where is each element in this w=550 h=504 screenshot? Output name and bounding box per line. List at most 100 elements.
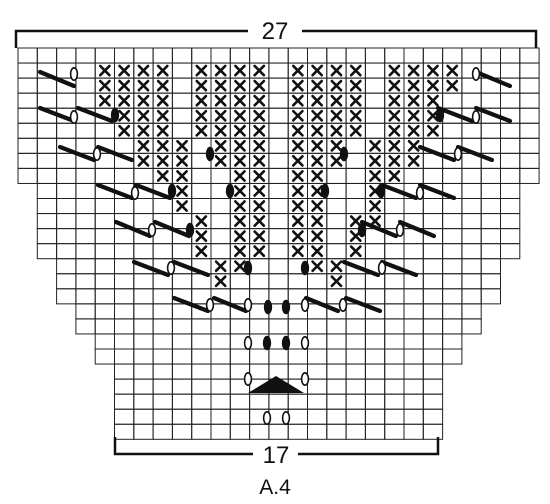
- grid-cell: [364, 288, 386, 305]
- cable-bar-icon: [473, 69, 513, 89]
- grid-cell: [17, 152, 38, 169]
- grid-cell: [114, 333, 135, 350]
- grid-cell: [114, 363, 135, 380]
- grid-cell: [36, 137, 58, 154]
- x-cross-icon: [291, 170, 304, 182]
- open-oval-icon: [243, 335, 253, 350]
- grid-cell: [171, 423, 193, 440]
- grid-cell: [268, 167, 289, 184]
- grid-cell: [114, 393, 135, 410]
- grid-cell: [480, 288, 502, 305]
- grid-cell: [326, 228, 347, 245]
- x-cross-icon: [291, 94, 304, 107]
- grid-cell: [519, 167, 540, 184]
- cable-bar-icon: [133, 182, 173, 201]
- grid-cell: [326, 408, 347, 425]
- grid-cell: [345, 273, 366, 290]
- x-cross-icon: [291, 230, 304, 243]
- x-cross-icon: [369, 139, 381, 152]
- grid-cell: [268, 137, 289, 154]
- chart-symbols: [37, 64, 513, 425]
- grid-cell: [287, 348, 309, 365]
- grid-cell: [442, 213, 463, 230]
- grid-cell: [480, 92, 502, 109]
- grid-cell: [384, 363, 405, 380]
- grid-cell: [403, 363, 424, 380]
- grid-cell: [287, 408, 309, 425]
- x-cross-icon: [214, 154, 227, 167]
- grid-cell: [345, 47, 366, 64]
- grid-cell: [152, 333, 173, 350]
- grid-cell: [191, 408, 212, 425]
- x-cross-icon: [291, 109, 304, 122]
- x-cross-icon: [234, 64, 246, 77]
- grid-cell: [171, 393, 193, 410]
- x-cross-icon: [214, 79, 227, 92]
- x-cross-icon: [311, 154, 324, 167]
- open-oval-icon: [92, 147, 102, 162]
- grid-cell: [133, 378, 154, 395]
- grid-cell: [94, 47, 115, 64]
- grid-cell: [114, 258, 135, 275]
- grid-cell: [500, 228, 521, 245]
- grid-cell: [36, 47, 58, 64]
- grid-cell: [249, 393, 270, 410]
- grid-cell: [364, 62, 386, 79]
- grid-cell: [326, 393, 347, 410]
- grid-cell: [403, 348, 424, 365]
- grid-cell: [326, 378, 347, 395]
- grid-cell: [519, 92, 540, 109]
- grid-cell: [75, 228, 96, 245]
- x-cross-icon: [407, 154, 420, 167]
- grid-cell: [268, 122, 289, 139]
- grid-cell: [519, 107, 540, 124]
- grid-cell: [56, 167, 77, 184]
- x-cross-icon: [253, 185, 266, 197]
- grid-cell: [480, 182, 502, 199]
- grid-cell: [384, 273, 405, 290]
- x-cross-icon: [388, 94, 401, 107]
- cable-bar-icon: [57, 144, 97, 163]
- x-cross-icon: [407, 109, 420, 122]
- grid-cell: [229, 408, 251, 425]
- grid-cell: [152, 47, 173, 64]
- open-oval-icon: [471, 67, 481, 82]
- x-cross-icon: [330, 94, 343, 107]
- grid-cell: [307, 378, 328, 395]
- grid-cell: [307, 393, 328, 410]
- grid-cell: [133, 303, 154, 320]
- x-cross-icon: [137, 154, 150, 167]
- x-cross-icon: [427, 124, 439, 137]
- x-cross-icon: [311, 124, 324, 137]
- cable-bar-icon: [75, 105, 115, 124]
- grid-cell: [307, 47, 328, 64]
- grid-cell: [422, 167, 444, 184]
- grid-cell: [384, 393, 405, 410]
- grid-cell: [307, 408, 328, 425]
- filled-oval-icon: [225, 183, 235, 199]
- grid-cell: [133, 408, 154, 425]
- grid-cell: [422, 273, 444, 290]
- grid-cell: [384, 243, 405, 260]
- x-cross-icon: [349, 109, 362, 122]
- x-cross-icon: [407, 94, 420, 107]
- grid-cell: [229, 348, 251, 365]
- grid-cell: [364, 333, 386, 350]
- grid-cell: [422, 318, 444, 335]
- x-cross-icon: [176, 154, 188, 167]
- grid-cell: [229, 273, 251, 290]
- x-cross-icon: [446, 64, 459, 77]
- grid-cell: [519, 77, 540, 94]
- grid-cell: [326, 348, 347, 365]
- grid-cell: [133, 47, 154, 64]
- grid-cell: [480, 213, 502, 230]
- cable-bar-icon: [113, 219, 153, 239]
- grid-cell: [384, 408, 405, 425]
- x-cross-icon: [427, 79, 439, 92]
- x-cross-icon: [407, 124, 420, 137]
- x-cross-icon: [234, 79, 246, 92]
- grid-cell: [152, 363, 173, 380]
- x-cross-icon: [156, 109, 169, 122]
- grid-cell: [171, 92, 193, 109]
- x-cross-icon: [407, 64, 420, 77]
